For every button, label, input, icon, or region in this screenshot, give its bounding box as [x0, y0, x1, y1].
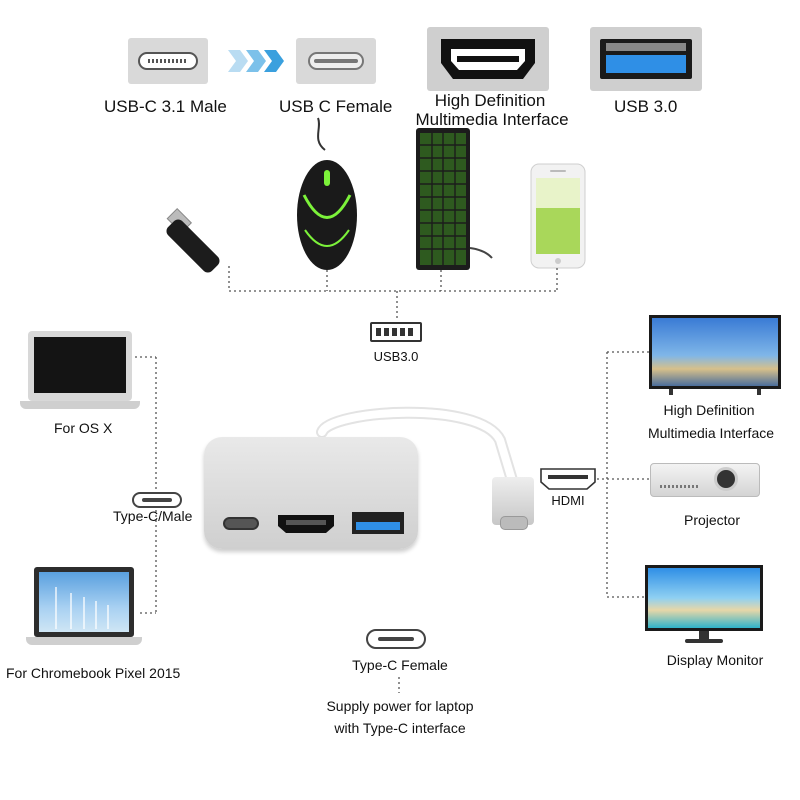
hdmi-small-icon: [540, 468, 596, 490]
tv-label-line2: Multimedia Interface: [647, 425, 775, 441]
mouse-icon: [297, 117, 357, 270]
usb-c-female-icon: [296, 38, 376, 84]
flash-drive-icon: [166, 207, 220, 273]
tv-label-line1: High Definition: [663, 402, 755, 418]
usb3-port-icon: [590, 27, 702, 91]
hdmi-side-label: HDMI: [551, 493, 585, 508]
monitor-label: Display Monitor: [666, 652, 764, 668]
display-monitor-icon: [645, 565, 763, 645]
type-c-female-icon: [366, 629, 426, 649]
type-c-male-icon: [132, 492, 182, 508]
usb3-label: USB 3.0: [614, 97, 678, 116]
projector-icon: [650, 457, 760, 499]
hdmi-top-label-line1: High Definition: [434, 91, 546, 110]
smartphone-icon: [530, 163, 586, 269]
type-c-male-label: Type-C/Male: [113, 508, 193, 524]
tv-icon: [649, 315, 781, 395]
usb-c-adapter: [204, 437, 418, 549]
adapter-hdmi-port-icon: [276, 514, 336, 534]
osx-label: For OS X: [54, 420, 113, 436]
hdmi-top-label-line2: Multimedia Interface: [415, 110, 569, 129]
adapter-usb3-port-icon: [352, 512, 404, 534]
power-text-line2: with Type-C interface: [334, 720, 466, 736]
chromebook-label: For Chromebook Pixel 2015: [6, 665, 181, 681]
projector-label: Projector: [683, 512, 741, 528]
usb-c-male-icon: [128, 38, 208, 84]
hdmi-port-icon: [427, 27, 549, 91]
adapter-type-c-port-icon: [223, 517, 259, 530]
macbook-icon: [20, 331, 140, 415]
usb-c-male-label: USB-C 3.1 Male: [104, 97, 227, 116]
type-c-female-label: Type-C Female: [352, 657, 448, 673]
usb-hub-port-icon: [370, 322, 422, 342]
power-text-line1: Supply power for laptop: [326, 698, 474, 714]
chromebook-icon: [26, 567, 142, 651]
type-c-plug-tip: [500, 516, 528, 530]
usb-hub-label: USB3.0: [373, 349, 419, 364]
usb-c-female-label: USB C Female: [279, 97, 393, 116]
keyboard-icon: [416, 128, 493, 270]
